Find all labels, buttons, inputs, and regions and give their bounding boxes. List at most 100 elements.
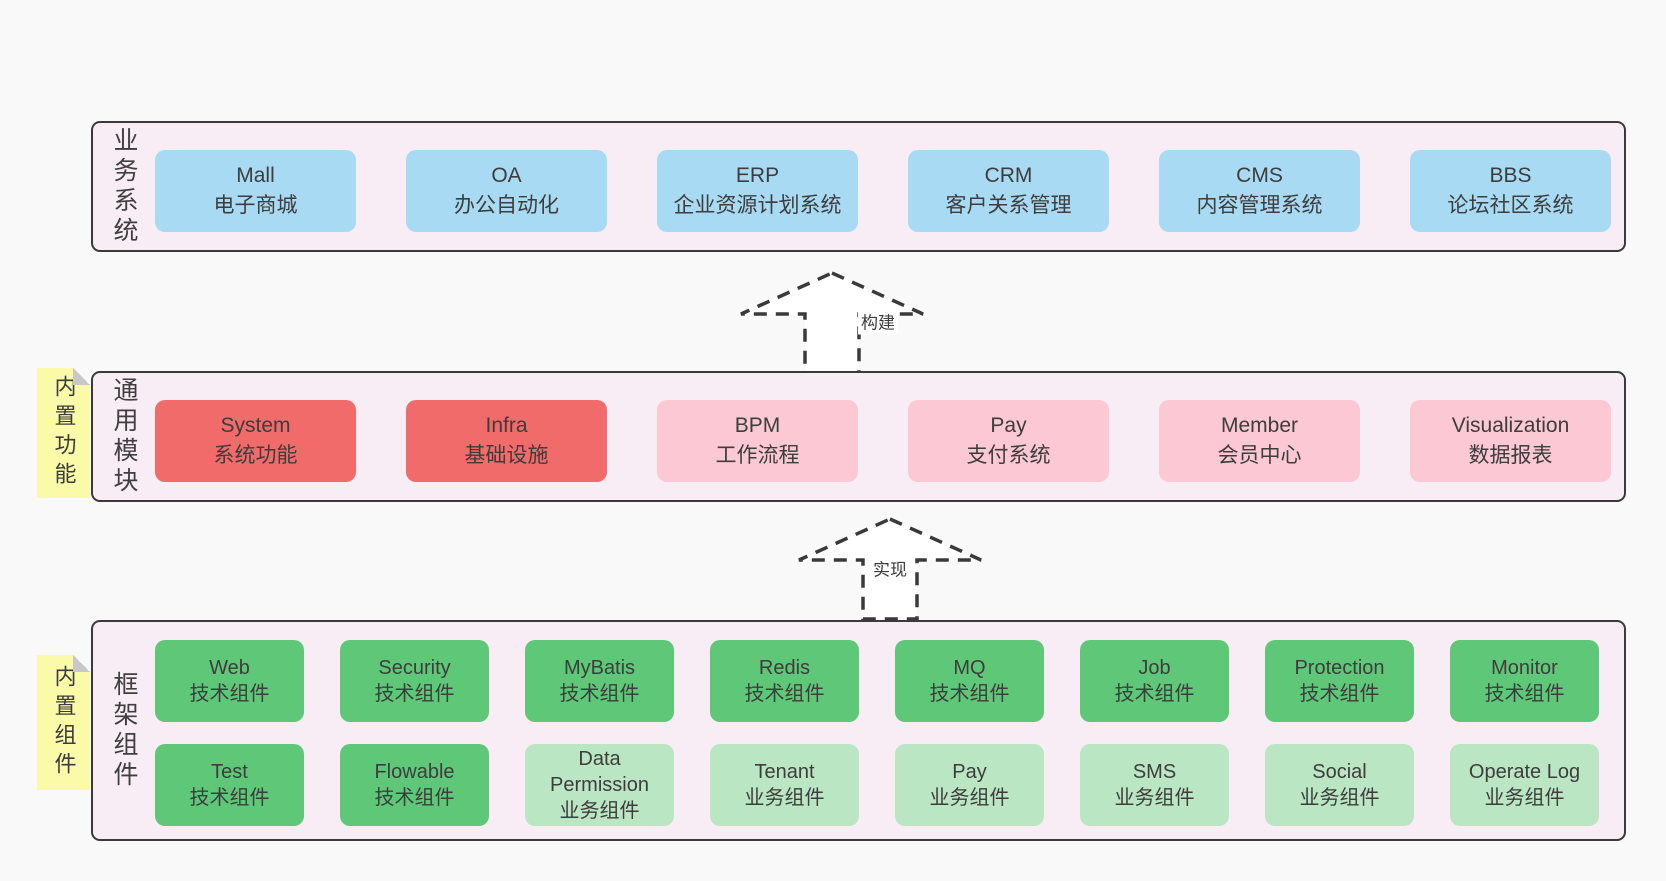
box-sms-zh: 业务组件 — [1114, 787, 1195, 809]
box-erp: ERP 企业资源计划系统 — [657, 150, 858, 232]
box-test: Test 技术组件 — [155, 744, 304, 826]
box-infra-en: Infra — [485, 414, 528, 438]
sticky-note-builtin-components: 内置组件 — [37, 655, 90, 790]
box-crm: CRM 客户关系管理 — [908, 150, 1109, 232]
box-bbs-en: BBS — [1489, 164, 1532, 188]
box-redis-en: Redis — [758, 657, 811, 679]
box-system: System 系统功能 — [155, 400, 356, 482]
box-crm-zh: 客户关系管理 — [945, 194, 1072, 217]
box-crm-en: CRM — [984, 164, 1033, 188]
box-tenant-zh: 业务组件 — [744, 787, 825, 809]
box-infra-zh: 基础设施 — [464, 444, 549, 467]
arrow-build-shape — [740, 271, 924, 375]
box-system-zh: 系统功能 — [213, 444, 298, 467]
box-pay-en: Pay — [990, 414, 1027, 438]
box-mall: Mall 电子商城 — [155, 150, 356, 232]
box-mall-zh: 电子商城 — [213, 194, 298, 217]
box-member-en: Member — [1220, 414, 1299, 438]
box-mybatis-zh: 技术组件 — [559, 683, 640, 705]
box-mybatis: MyBatis 技术组件 — [525, 640, 674, 722]
box-operate-log-zh: 业务组件 — [1484, 787, 1565, 809]
box-monitor-zh: 技术组件 — [1484, 683, 1565, 705]
box-oa: OA 办公自动化 — [406, 150, 607, 232]
box-security-en: Security — [378, 657, 451, 679]
box-social-zh: 业务组件 — [1299, 787, 1380, 809]
box-mall-en: Mall — [236, 164, 275, 188]
sticky-note-builtin-features: 内置功能 — [37, 368, 90, 498]
box-tenant-en: Tenant — [754, 761, 815, 783]
box-flowable-zh: 技术组件 — [374, 787, 455, 809]
box-flowable: Flowable 技术组件 — [340, 744, 489, 826]
arrow-build-label: 构建 — [858, 307, 898, 335]
box-mq-en: MQ — [953, 657, 986, 679]
box-infra: Infra 基础设施 — [406, 400, 607, 482]
box-visualization-zh: 数据报表 — [1468, 444, 1553, 467]
box-bbs: BBS 论坛社区系统 — [1410, 150, 1611, 232]
sticky-note-builtin-components-text: 内置组件 — [51, 664, 77, 781]
box-oa-en: OA — [491, 164, 522, 188]
box-sms: SMS 业务组件 — [1080, 744, 1229, 826]
box-pay-component-en: Pay — [952, 761, 987, 783]
box-web: Web 技术组件 — [155, 640, 304, 722]
box-system-en: System — [220, 414, 291, 438]
box-erp-en: ERP — [735, 164, 780, 188]
arrow-implement-label: 实现 — [870, 554, 910, 582]
box-monitor: Monitor 技术组件 — [1450, 640, 1599, 722]
box-visualization-en: Visualization — [1451, 414, 1570, 438]
box-security: Security 技术组件 — [340, 640, 489, 722]
box-web-en: Web — [209, 657, 250, 679]
box-mybatis-en: MyBatis — [563, 657, 636, 679]
box-redis: Redis 技术组件 — [710, 640, 859, 722]
sticky-note-builtin-features-text: 内置功能 — [51, 375, 77, 491]
box-operate-log: Operate Log 业务组件 — [1450, 744, 1599, 826]
box-member-zh: 会员中心 — [1217, 444, 1302, 467]
box-mq: MQ 技术组件 — [895, 640, 1044, 722]
box-cms-en: CMS — [1236, 164, 1283, 188]
box-bpm-zh: 工作流程 — [715, 444, 800, 467]
box-monitor-en: Monitor — [1491, 657, 1558, 679]
box-social-en: Social — [1312, 761, 1367, 783]
band-business-systems-row: Mall 电子商城 OA 办公自动化 ERP 企业资源计划系统 CRM 客户关系… — [155, 150, 1611, 232]
box-data-permission-zh: 业务组件 — [559, 800, 640, 822]
box-job-zh: 技术组件 — [1114, 683, 1195, 705]
box-oa-zh: 办公自动化 — [454, 194, 559, 217]
box-visualization: Visualization 数据报表 — [1410, 400, 1611, 482]
sticky-fold-icon — [73, 368, 90, 385]
box-sms-en: SMS — [1132, 761, 1177, 783]
box-pay-component: Pay 业务组件 — [895, 744, 1044, 826]
band-framework-components-grid: Web 技术组件 Security 技术组件 MyBatis 技术组件 Redi… — [155, 640, 1599, 826]
box-cms-zh: 内容管理系统 — [1196, 194, 1323, 217]
box-redis-zh: 技术组件 — [744, 683, 825, 705]
box-job-en: Job — [1138, 657, 1171, 679]
arrow-build: 构建 — [737, 270, 927, 376]
band-framework-components: 框架组件 Web 技术组件 Security 技术组件 MyBatis 技术组件… — [91, 620, 1626, 841]
box-web-zh: 技术组件 — [189, 683, 270, 705]
box-bbs-zh: 论坛社区系统 — [1447, 194, 1574, 217]
arrow-implement: 实现 — [795, 516, 985, 622]
box-cms: CMS 内容管理系统 — [1159, 150, 1360, 232]
box-member: Member 会员中心 — [1159, 400, 1360, 482]
box-pay-component-zh: 业务组件 — [929, 787, 1010, 809]
box-data-permission: Data Permission 业务组件 — [525, 744, 674, 826]
box-pay-zh: 支付系统 — [966, 444, 1051, 467]
band-framework-components-label: 框架组件 — [110, 670, 138, 791]
box-erp-zh: 企业资源计划系统 — [673, 194, 842, 217]
box-protection-zh: 技术组件 — [1299, 683, 1380, 705]
box-security-zh: 技术组件 — [374, 683, 455, 705]
box-bpm: BPM 工作流程 — [657, 400, 858, 482]
box-operate-log-en: Operate Log — [1468, 761, 1581, 783]
box-pay: Pay 支付系统 — [908, 400, 1109, 482]
box-mq-zh: 技术组件 — [929, 683, 1010, 705]
box-data-permission-en: Data Permission — [550, 748, 649, 796]
box-bpm-en: BPM — [734, 414, 781, 438]
box-tenant: Tenant 业务组件 — [710, 744, 859, 826]
sticky-fold-icon — [73, 655, 90, 672]
box-protection: Protection 技术组件 — [1265, 640, 1414, 722]
box-flowable-en: Flowable — [374, 761, 455, 783]
box-test-zh: 技术组件 — [189, 787, 270, 809]
box-protection-en: Protection — [1294, 657, 1385, 679]
box-job: Job 技术组件 — [1080, 640, 1229, 722]
band-business-systems-label: 业务系统 — [110, 126, 138, 247]
band-business-systems: 业务系统 Mall 电子商城 OA 办公自动化 ERP 企业资源计划系统 CRM… — [91, 121, 1626, 252]
